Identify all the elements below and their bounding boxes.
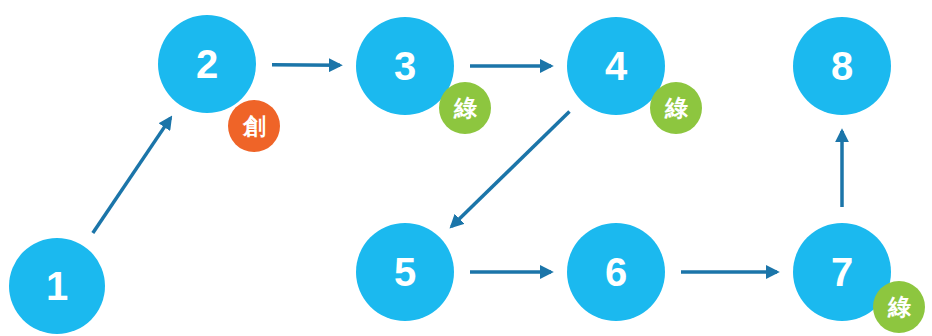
step-circle: 8 [793,17,891,115]
step-number: 5 [394,252,416,292]
badge-circle: 創 [228,100,280,152]
step-circle: 5 [356,223,454,321]
step-circle: 4綠 [567,17,665,115]
flow-arrow [272,63,340,67]
flow-arrow [681,270,777,274]
step-number: 4 [605,46,627,86]
step-number: 6 [605,252,627,292]
step-circle: 7綠 [793,223,891,321]
badge-circle: 綠 [873,281,925,333]
step-number: 1 [46,266,68,306]
flow-arrow [93,118,171,233]
badge-text: 綠 [454,97,477,120]
badge-text: 創 [243,115,266,138]
flow-arrow [840,131,844,207]
badge-circle: 綠 [439,82,491,134]
step-circle: 2創 [158,15,256,113]
flow-arrow [470,270,551,274]
step-number: 8 [831,46,853,86]
badge-text: 綠 [665,97,688,120]
step-circle: 1 [9,238,105,334]
flow-arrow [470,64,551,68]
step-number: 3 [394,46,416,86]
step-circle: 6 [567,223,665,321]
badge-text: 綠 [888,296,911,319]
step-number: 7 [831,252,853,292]
step-number: 2 [196,44,218,84]
badge-circle: 綠 [650,82,702,134]
step-circle: 3綠 [356,17,454,115]
